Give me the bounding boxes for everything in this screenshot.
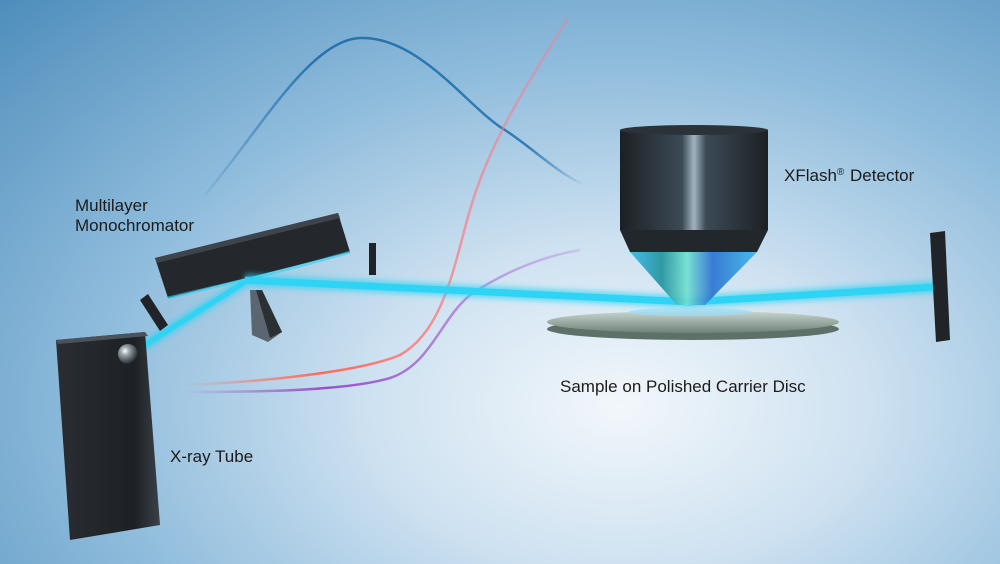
sample-label: Sample on Polished Carrier Disc (560, 377, 806, 396)
fluorescence-cone (630, 252, 757, 305)
slit-right (369, 243, 376, 275)
detector-label-suffix: Detector (850, 166, 915, 185)
xray-tube-label: X-ray Tube (170, 447, 254, 466)
monochromator-label-line1: Multilayer (75, 196, 148, 215)
incident-beam (138, 279, 247, 351)
beam-stop (930, 231, 950, 342)
blue-spectrum-curve (204, 36, 586, 196)
sample-spot (628, 308, 752, 316)
detector-label-name: XFlash (784, 166, 837, 185)
aperture-cone (250, 290, 282, 342)
tube-window (118, 344, 138, 364)
xray-tube (56, 332, 160, 540)
monochromator-label-line2: Monochromator (75, 216, 195, 235)
carrier-disc (547, 308, 839, 340)
slit-left (140, 294, 168, 331)
xflash-detector (620, 125, 768, 252)
registered-mark: ® (836, 167, 845, 178)
purple-spectrum-curve (184, 248, 581, 394)
detector-label: XFlash® Detector (784, 163, 914, 186)
red-spectrum-curve (184, 17, 570, 387)
monochromator-label: Multilayer Monochromator (75, 196, 194, 236)
